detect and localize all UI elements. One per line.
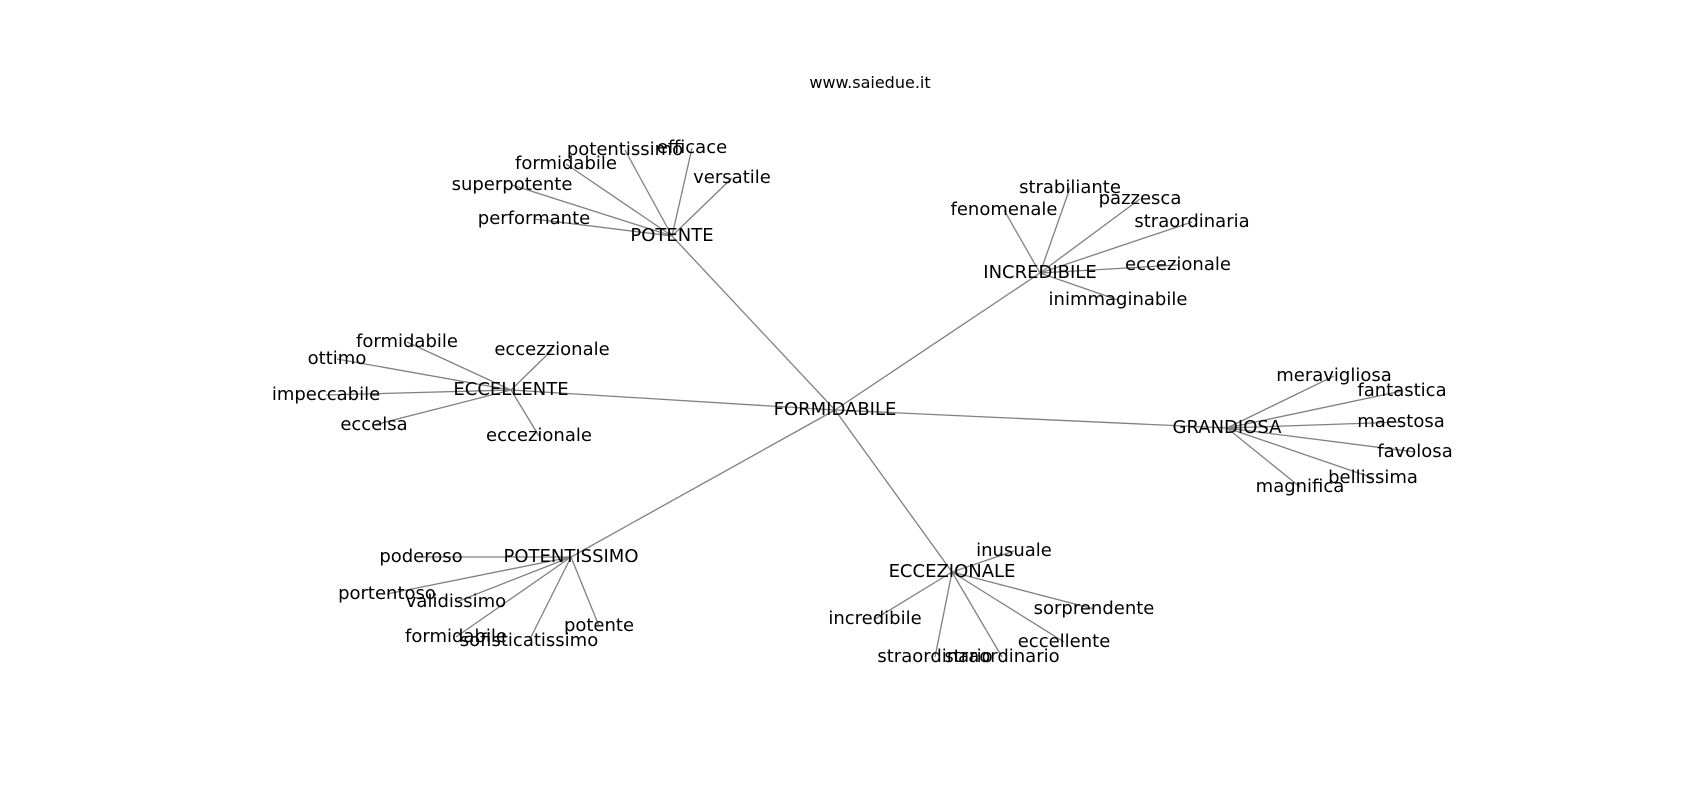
edge-eccezionale-to-leaf — [951, 550, 1015, 573]
leaf-node-label: straordinario — [944, 646, 1059, 667]
edge-potente-to-leaf — [511, 184, 673, 237]
edge-eccezionale-to-leaf — [951, 571, 1095, 610]
leaf-node-label: fenomenale — [951, 199, 1058, 220]
edge-potentissimo-to-leaf — [570, 556, 600, 627]
leaf-node-label: eccelsa — [340, 414, 407, 435]
leaf-node-label: poderoso — [379, 546, 462, 567]
edge-eccezionale-to-leaf — [934, 571, 953, 658]
edge-grandiosa-to-leaf — [1226, 427, 1301, 488]
leaf-node-label: inimmaginabile — [1049, 289, 1188, 310]
leaf-node-label: formidabile — [405, 626, 507, 647]
edge-potentissimo-to-leaf — [528, 556, 572, 642]
hub-node-label: ECCELLENTE — [453, 379, 568, 400]
leaf-node-label: pazzesca — [1099, 188, 1182, 209]
edge-center-to-eccezionale — [834, 409, 953, 573]
edge-eccellente-to-leaf — [510, 389, 540, 437]
edge-eccellente-to-leaf — [510, 349, 553, 391]
edge-center-to-grandiosa — [834, 409, 1228, 429]
edge-center-to-eccellente — [510, 389, 836, 411]
leaf-node-label: maestosa — [1357, 411, 1445, 432]
edge-potente-to-leaf — [533, 218, 673, 237]
edge-potente-to-leaf — [671, 177, 733, 237]
edge-potentissimo-to-leaf — [455, 556, 572, 603]
leaf-node-label: ottimo — [308, 348, 367, 369]
site-header: www.saiedue.it — [809, 73, 930, 92]
edge-potente-to-leaf — [565, 163, 673, 237]
leaf-node-label: bellissima — [1328, 467, 1418, 488]
leaf-node-label: favolosa — [1377, 441, 1452, 462]
leaf-node-label: eccezionale — [1125, 254, 1231, 275]
leaf-node-label: performante — [478, 208, 590, 229]
leaf-node-label: magnifica — [1256, 476, 1345, 497]
edge-potente-to-leaf — [624, 149, 673, 237]
hub-node-label: GRANDIOSA — [1173, 417, 1283, 438]
edge-eccellente-to-leaf — [406, 341, 512, 391]
leaf-node-label: straordinaria — [1134, 211, 1249, 232]
leaf-node-label: superpotente — [452, 174, 573, 195]
edge-incredibile-to-leaf — [1039, 187, 1071, 274]
edge-eccezionale-to-leaf — [874, 571, 953, 620]
leaf-node-label: strabiliante — [1019, 177, 1121, 198]
leaf-node-label: validissimo — [406, 591, 506, 612]
edge-grandiosa-to-leaf — [1226, 427, 1374, 479]
leaf-node-label: eccezionale — [486, 425, 592, 446]
edge-grandiosa-to-leaf — [1226, 375, 1335, 429]
edge-incredibile-to-leaf — [1039, 272, 1119, 301]
center-node-label: FORMIDABILE — [774, 399, 897, 420]
edge-potentissimo-to-leaf — [386, 556, 572, 595]
leaf-node-label: potente — [564, 615, 634, 636]
leaf-node-label: inusuale — [976, 540, 1052, 561]
edge-grandiosa-to-leaf — [1226, 427, 1416, 453]
edge-eccellente-to-leaf — [336, 358, 512, 391]
leaf-node-label: sofisticatissimo — [460, 630, 598, 651]
leaf-node-label: fantastica — [1357, 380, 1446, 401]
leaf-node-label: versatile — [693, 167, 771, 188]
edge-grandiosa-to-leaf — [1226, 390, 1403, 429]
edge-incredibile-to-leaf — [1039, 198, 1141, 274]
leaf-node-label: incredibile — [828, 608, 921, 629]
hub-node-label: INCREDIBILE — [983, 262, 1096, 283]
edge-center-to-potente — [671, 235, 836, 411]
edge-grandiosa-to-leaf — [1226, 421, 1402, 429]
leaf-node-label: sorprendente — [1034, 598, 1155, 619]
leaf-node-label: meravigliosa — [1276, 365, 1392, 386]
edge-eccellente-to-leaf — [373, 389, 512, 426]
leaf-node-label: eccezzionale — [494, 339, 609, 360]
edge-incredibile-to-leaf — [1039, 264, 1179, 274]
edge-incredibile-to-leaf — [1039, 221, 1193, 274]
leaf-node-label: portentoso — [338, 583, 436, 604]
leaf-node-label: eccellente — [1018, 631, 1111, 652]
edge-potentissimo-to-leaf — [455, 556, 572, 638]
leaf-node-label: impeccabile — [272, 384, 380, 405]
edge-center-to-potentissimo — [570, 409, 836, 558]
leaf-node-label: potentissimo — [567, 139, 683, 160]
hub-node-label: POTENTE — [630, 225, 713, 246]
edge-eccellente-to-leaf — [325, 389, 512, 396]
edge-potente-to-leaf — [671, 147, 693, 237]
edge-center-to-incredibile — [834, 272, 1041, 411]
leaf-node-label: formidabile — [515, 153, 617, 174]
leaf-node-label: efficace — [657, 137, 727, 158]
hub-node-label: POTENTISSIMO — [503, 546, 638, 567]
leaf-node-label: straordinario — [877, 646, 992, 667]
edge-eccezionale-to-leaf — [951, 571, 1003, 658]
leaf-node-label: formidabile — [356, 331, 458, 352]
edge-incredibile-to-leaf — [1003, 209, 1041, 274]
edge-eccezionale-to-leaf — [951, 571, 1065, 643]
hub-node-label: ECCEZIONALE — [889, 561, 1016, 582]
edges-layer — [325, 147, 1416, 658]
